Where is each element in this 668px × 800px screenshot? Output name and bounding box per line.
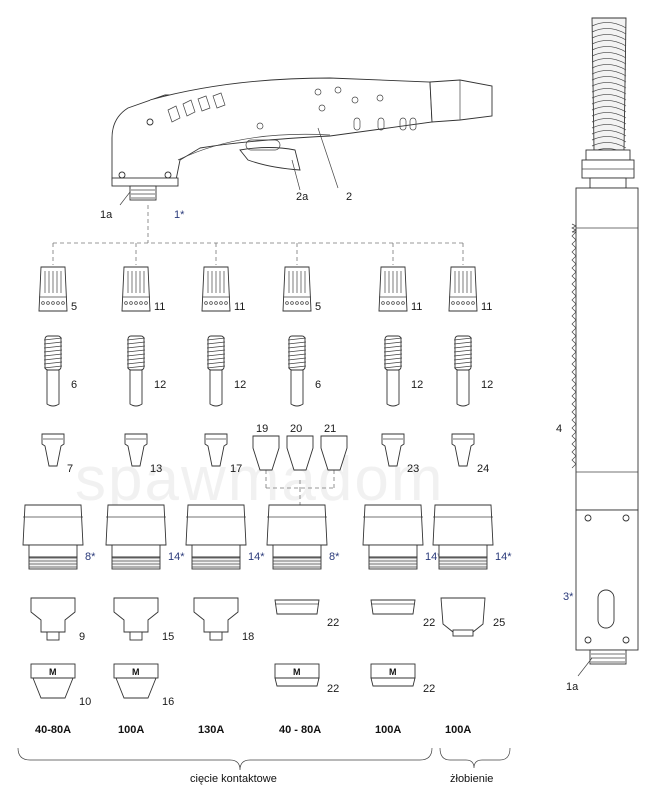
label-shield: 15	[162, 631, 174, 643]
contact-tip	[252, 435, 280, 471]
electrode	[384, 335, 402, 371]
m-mark: M	[389, 667, 397, 677]
label-2: 2	[346, 191, 352, 203]
group-contact-cutting: cięcie kontaktowe	[190, 773, 277, 785]
electrode	[44, 335, 62, 371]
label-4: 4	[556, 423, 562, 435]
label-shield-2: 10	[79, 696, 91, 708]
label-nozzle: 14*	[495, 551, 512, 563]
label-nozzle: 14*	[425, 551, 442, 563]
label-cap: 5	[71, 301, 77, 313]
label-3-star: 3*	[563, 591, 574, 603]
electrode	[207, 335, 225, 371]
label-shield-2: 16	[162, 696, 174, 708]
part-column-3: 11 12 17 14* 18 130A	[185, 266, 265, 736]
group-brackets	[17, 747, 511, 771]
label-tip-3: 21	[324, 423, 336, 435]
label-tip: 13	[150, 463, 162, 475]
electrode	[454, 335, 472, 371]
nozzle	[432, 504, 494, 546]
amperage-label: 100A	[375, 724, 401, 736]
label-nozzle: 14*	[248, 551, 265, 563]
nozzle	[22, 504, 84, 546]
shield-cap	[370, 599, 416, 615]
contact-tip	[286, 435, 314, 471]
amperage-label: 100A	[118, 724, 144, 736]
shield-cap	[274, 599, 320, 615]
label-machine-1a: 1a	[566, 681, 579, 693]
label-cap: 5	[315, 301, 321, 313]
nozzle	[362, 504, 424, 546]
label-cap: 11	[154, 301, 165, 313]
amperage-label: 130A	[198, 724, 224, 736]
amperage-label: 100A	[445, 724, 471, 736]
amperage-label: 40-80A	[35, 724, 71, 736]
label-nozzle: 8*	[85, 551, 96, 563]
label-tip-2: 20	[290, 423, 302, 435]
shield-cup	[113, 597, 159, 633]
label-shield: 9	[79, 631, 85, 643]
distribution-lines	[52, 205, 464, 505]
label-shield-2: 22	[327, 683, 339, 695]
label-cap: 11	[481, 301, 492, 313]
part-column-2: 11 12 13 14* 15M 16 100A	[105, 266, 185, 736]
label-electrode: 12	[234, 379, 246, 391]
contact-tip	[204, 433, 228, 467]
label-electrode: 6	[71, 379, 77, 391]
label-tip: 17	[230, 463, 242, 475]
label-tip: 23	[407, 463, 419, 475]
label-electrode: 12	[411, 379, 423, 391]
contact-tip	[451, 433, 475, 467]
m-mark: M	[132, 667, 140, 677]
label-electrode: 12	[154, 379, 166, 391]
label-nozzle: 8*	[329, 551, 340, 563]
contact-tip	[381, 433, 405, 467]
shield-cup	[30, 597, 76, 633]
label-electrode: 6	[315, 379, 321, 391]
part-column-6: 11 12 24 14* 25 100A	[432, 266, 512, 736]
part-column-1: 5 6 7 8* 9M 10 40-80A	[22, 266, 96, 736]
label-tip: 7	[67, 463, 73, 475]
electrode	[127, 335, 145, 371]
label-shield: 22	[327, 617, 339, 629]
m-mark: M	[293, 667, 301, 677]
label-shield-2: 22	[423, 683, 435, 695]
amperage-label: 40 - 80A	[279, 724, 321, 736]
nozzle	[105, 504, 167, 546]
label-shield: 18	[242, 631, 254, 643]
machine-torch	[571, 17, 639, 677]
group-gouging: żłobienie	[450, 773, 493, 785]
gouging-shield	[440, 597, 486, 633]
label-1-star: 1*	[174, 209, 185, 221]
nozzle	[266, 504, 328, 546]
label-nozzle: 14*	[168, 551, 185, 563]
label-shield: 25	[493, 617, 505, 629]
label-shield: 22	[423, 617, 435, 629]
contact-tip	[41, 433, 65, 467]
label-cap: 11	[411, 301, 422, 313]
m-mark: M	[49, 667, 57, 677]
label-tip: 24	[477, 463, 489, 475]
label-1a: 1a	[100, 209, 113, 221]
label-tip-1: 19	[256, 423, 268, 435]
label-2a: 2a	[296, 191, 309, 203]
label-electrode: 12	[481, 379, 493, 391]
electrode	[288, 335, 306, 371]
hand-torch	[111, 77, 493, 206]
label-cap: 11	[234, 301, 245, 313]
nozzle	[185, 504, 247, 546]
contact-tip	[320, 435, 348, 471]
shield-cup	[193, 597, 239, 633]
contact-tip	[124, 433, 148, 467]
